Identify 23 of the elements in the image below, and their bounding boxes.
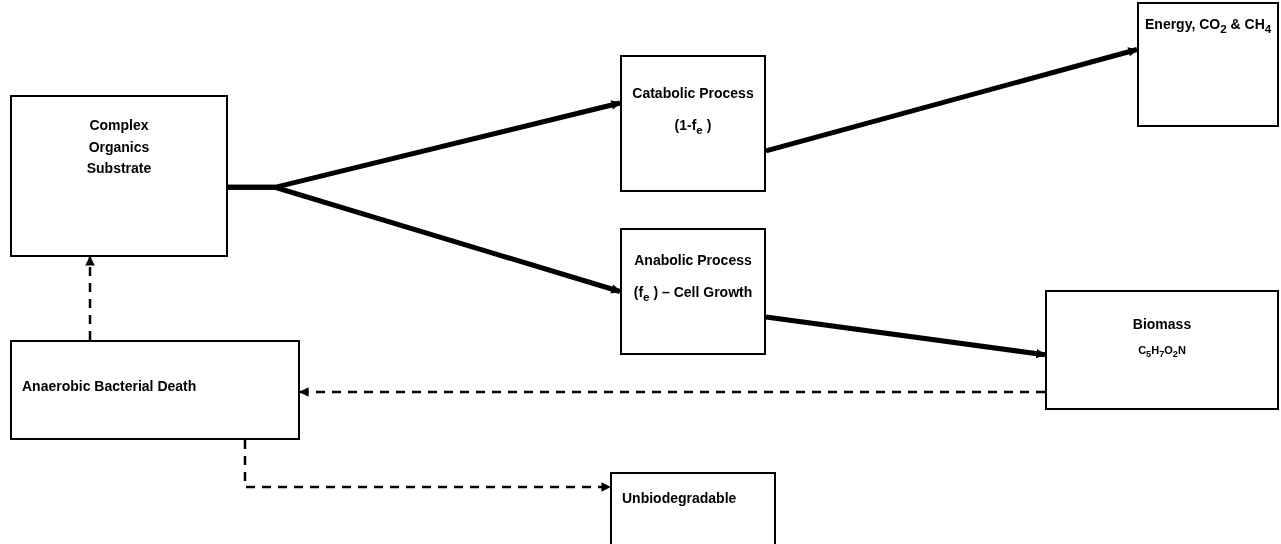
dashed-arrow: [299, 387, 1045, 397]
dashed-arrow: [243, 440, 611, 492]
process-box: [610, 472, 776, 544]
arrow: [228, 184, 621, 294]
process-box: [620, 228, 766, 355]
box-title: Catabolic Process: [632, 84, 754, 103]
box-title: Unbiodegradable: [622, 489, 737, 508]
box-subtitle: C$_{5}$H$_{7}$O$_{2}$N: [1138, 342, 1186, 361]
process-box: [620, 55, 766, 192]
box-subtitle: (f$_{e}$ ) – Cell Growth: [633, 282, 753, 305]
process-box: [10, 95, 228, 257]
box-subtitle: (1-f$_{e}$ ): [674, 115, 712, 138]
process-box: [1045, 290, 1279, 410]
box-title: Anaerobic Bacterial Death: [22, 377, 197, 397]
dashed-arrow: [85, 256, 95, 340]
arrow: [765, 47, 1138, 154]
process-box: [10, 340, 300, 440]
box-title: Biomass: [1132, 315, 1192, 334]
box-title: Anabolic Process: [634, 251, 752, 270]
box-title: Complex Organics Substrate: [85, 116, 153, 179]
box-title: Energy, CO$_{2}$ & CH$_{4}$: [1145, 15, 1272, 37]
process-box: [1137, 2, 1279, 127]
arrow: [765, 314, 1046, 359]
